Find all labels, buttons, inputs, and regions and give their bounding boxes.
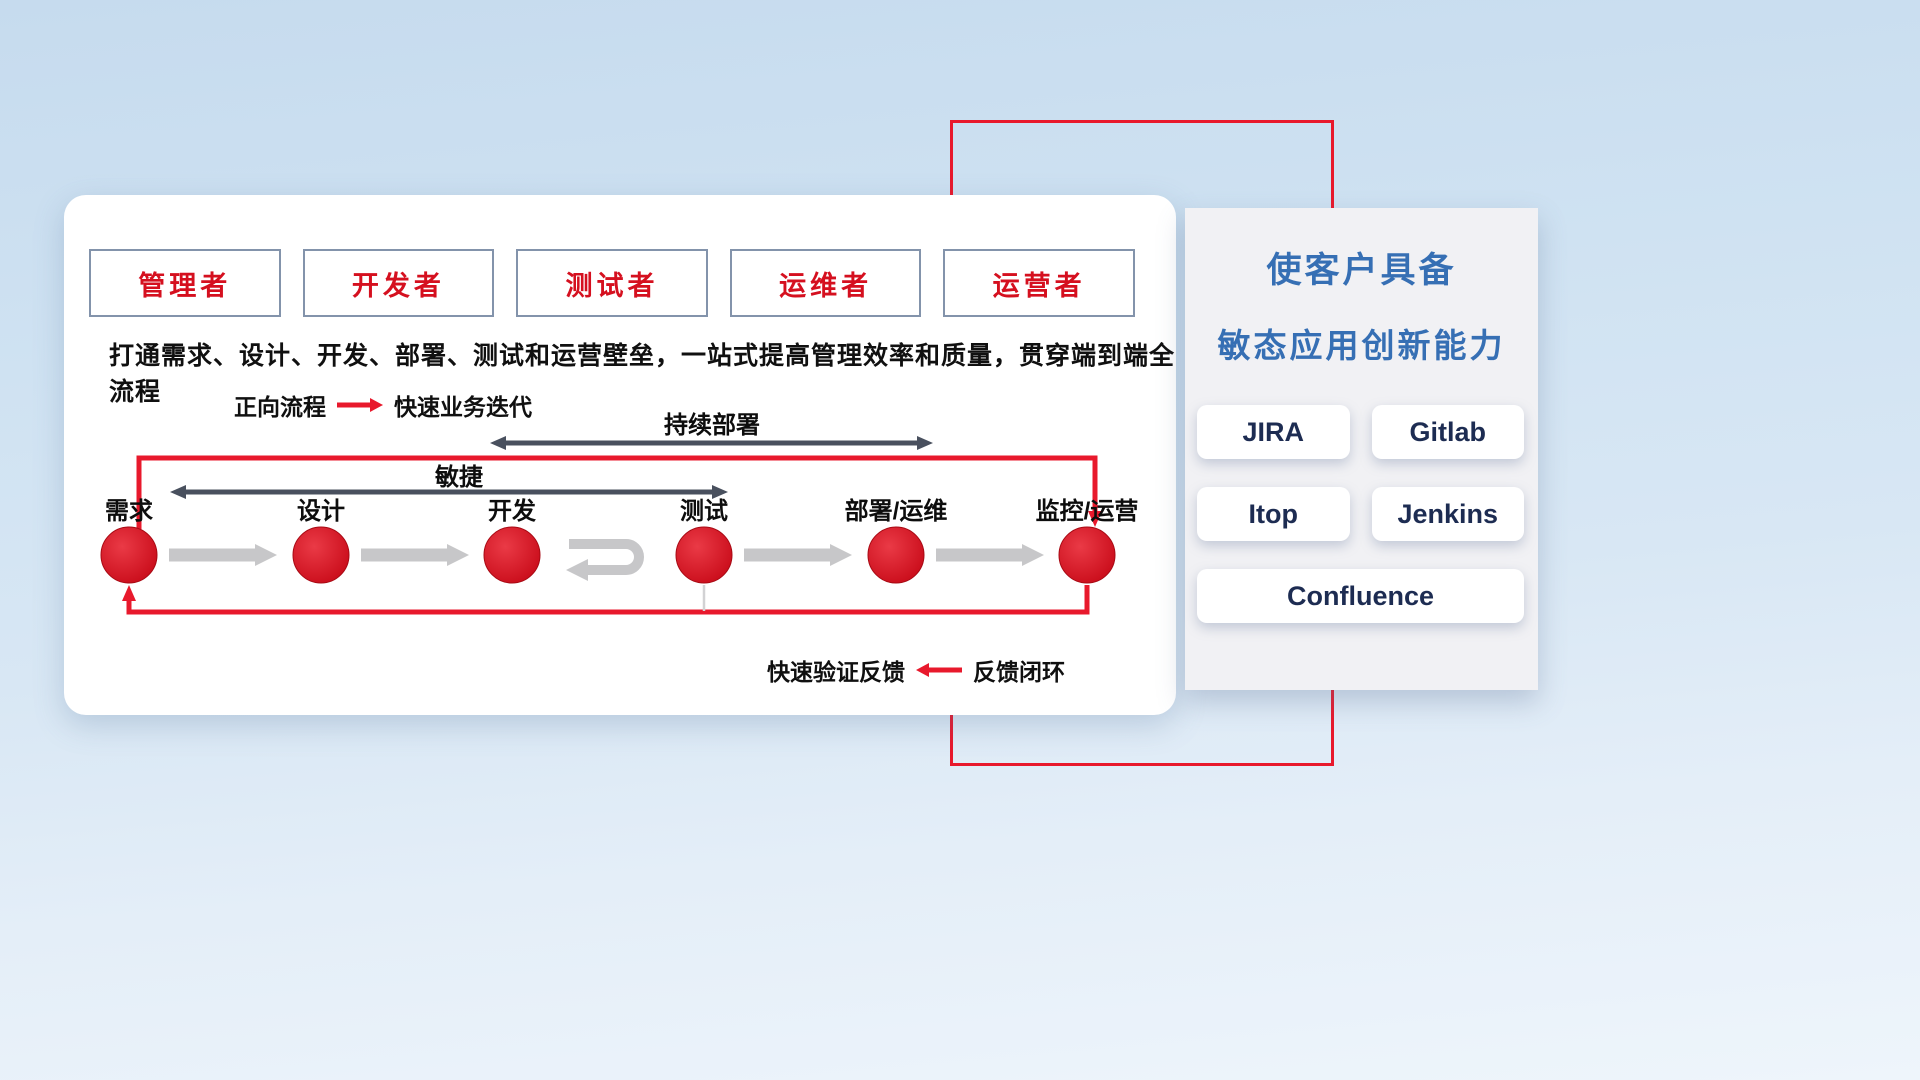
process-description: 打通需求、设计、开发、部署、测试和运营壁垒，一站式提高管理效率和质量，贯穿端到端… (109, 342, 1176, 406)
tool-box-jenkins: Jenkins (1371, 487, 1524, 541)
role-label: 管理者 (138, 270, 232, 301)
role-box-ops: 运维者 (729, 249, 922, 317)
stage-label-requirements: 需求 (105, 498, 153, 525)
forward-arrow-icon (337, 398, 383, 412)
forward-loop-line (136, 455, 1102, 540)
stage-circle-test (675, 526, 733, 584)
role-label: 运维者 (779, 270, 873, 301)
role-box-operator: 运营者 (943, 249, 1135, 317)
stage-label-design: 设计 (297, 498, 345, 525)
role-label: 开发者 (351, 270, 445, 301)
tools-grid: JIRA Gitlab Itop Jenkins Confluence (1197, 405, 1524, 623)
legend-feedback-value: 反馈闭环 (973, 659, 1065, 685)
tool-box-gitlab: Gitlab (1371, 405, 1524, 459)
stage-label-test: 测试 (680, 498, 728, 525)
legend-forward-label: 正向流程 (234, 394, 326, 420)
legend-feedback: 快速验证反馈 反馈闭环 (767, 653, 1065, 687)
iteration-loop-arrow-icon (566, 539, 644, 581)
role-box-manager: 管理者 (89, 249, 281, 317)
role-label: 运营者 (992, 270, 1086, 301)
tool-box-jira: JIRA (1197, 405, 1350, 459)
panel-title-line1: 使客户具备 (1266, 251, 1457, 290)
feedback-loop-line (122, 585, 1090, 615)
tool-box-itop: Itop (1197, 487, 1350, 541)
flow-diagram: 持续部署 敏捷 需求 设计 开发 测试 部署/运维 监控/运营 (100, 411, 1139, 615)
legend-forward-value: 快速业务迭代 (394, 394, 532, 420)
stage-circle-deploy-ops (867, 526, 925, 584)
stage-circle-requirements (100, 526, 158, 584)
role-label: 测试者 (565, 270, 659, 301)
legend-forward: 正向流程 快速业务迭代 (234, 388, 532, 422)
roles-row: 管理者 开发者 测试者 运维者 运营者 (89, 249, 1135, 317)
feedback-arrow-icon (916, 663, 962, 677)
capability-panel: 使客户具备 敏态应用创新能力 JIRA Gitlab Itop Jenkins … (1185, 208, 1538, 690)
stage-circle-develop (483, 526, 541, 584)
continuous-deploy-label: 持续部署 (664, 411, 760, 439)
role-box-tester: 测试者 (516, 249, 708, 317)
legend-feedback-label: 快速验证反馈 (767, 659, 905, 685)
process-card: 管理者 开发者 测试者 运维者 运营者 打通需求、设计、开发、部署、测试和运营壁… (64, 195, 1176, 715)
tool-box-confluence: Confluence (1197, 569, 1524, 623)
panel-title-line2: 敏态应用创新能力 (1217, 327, 1506, 364)
stage-circle-monitor-op (1058, 526, 1116, 584)
stage-label-develop: 开发 (488, 497, 536, 525)
stage-label-monitor-op: 监控/运营 (1036, 497, 1139, 525)
stage-circle-design (292, 526, 350, 584)
stage-label-deploy-ops: 部署/运维 (845, 497, 948, 525)
role-box-developer: 开发者 (302, 249, 495, 317)
agile-label: 敏捷 (434, 464, 483, 491)
